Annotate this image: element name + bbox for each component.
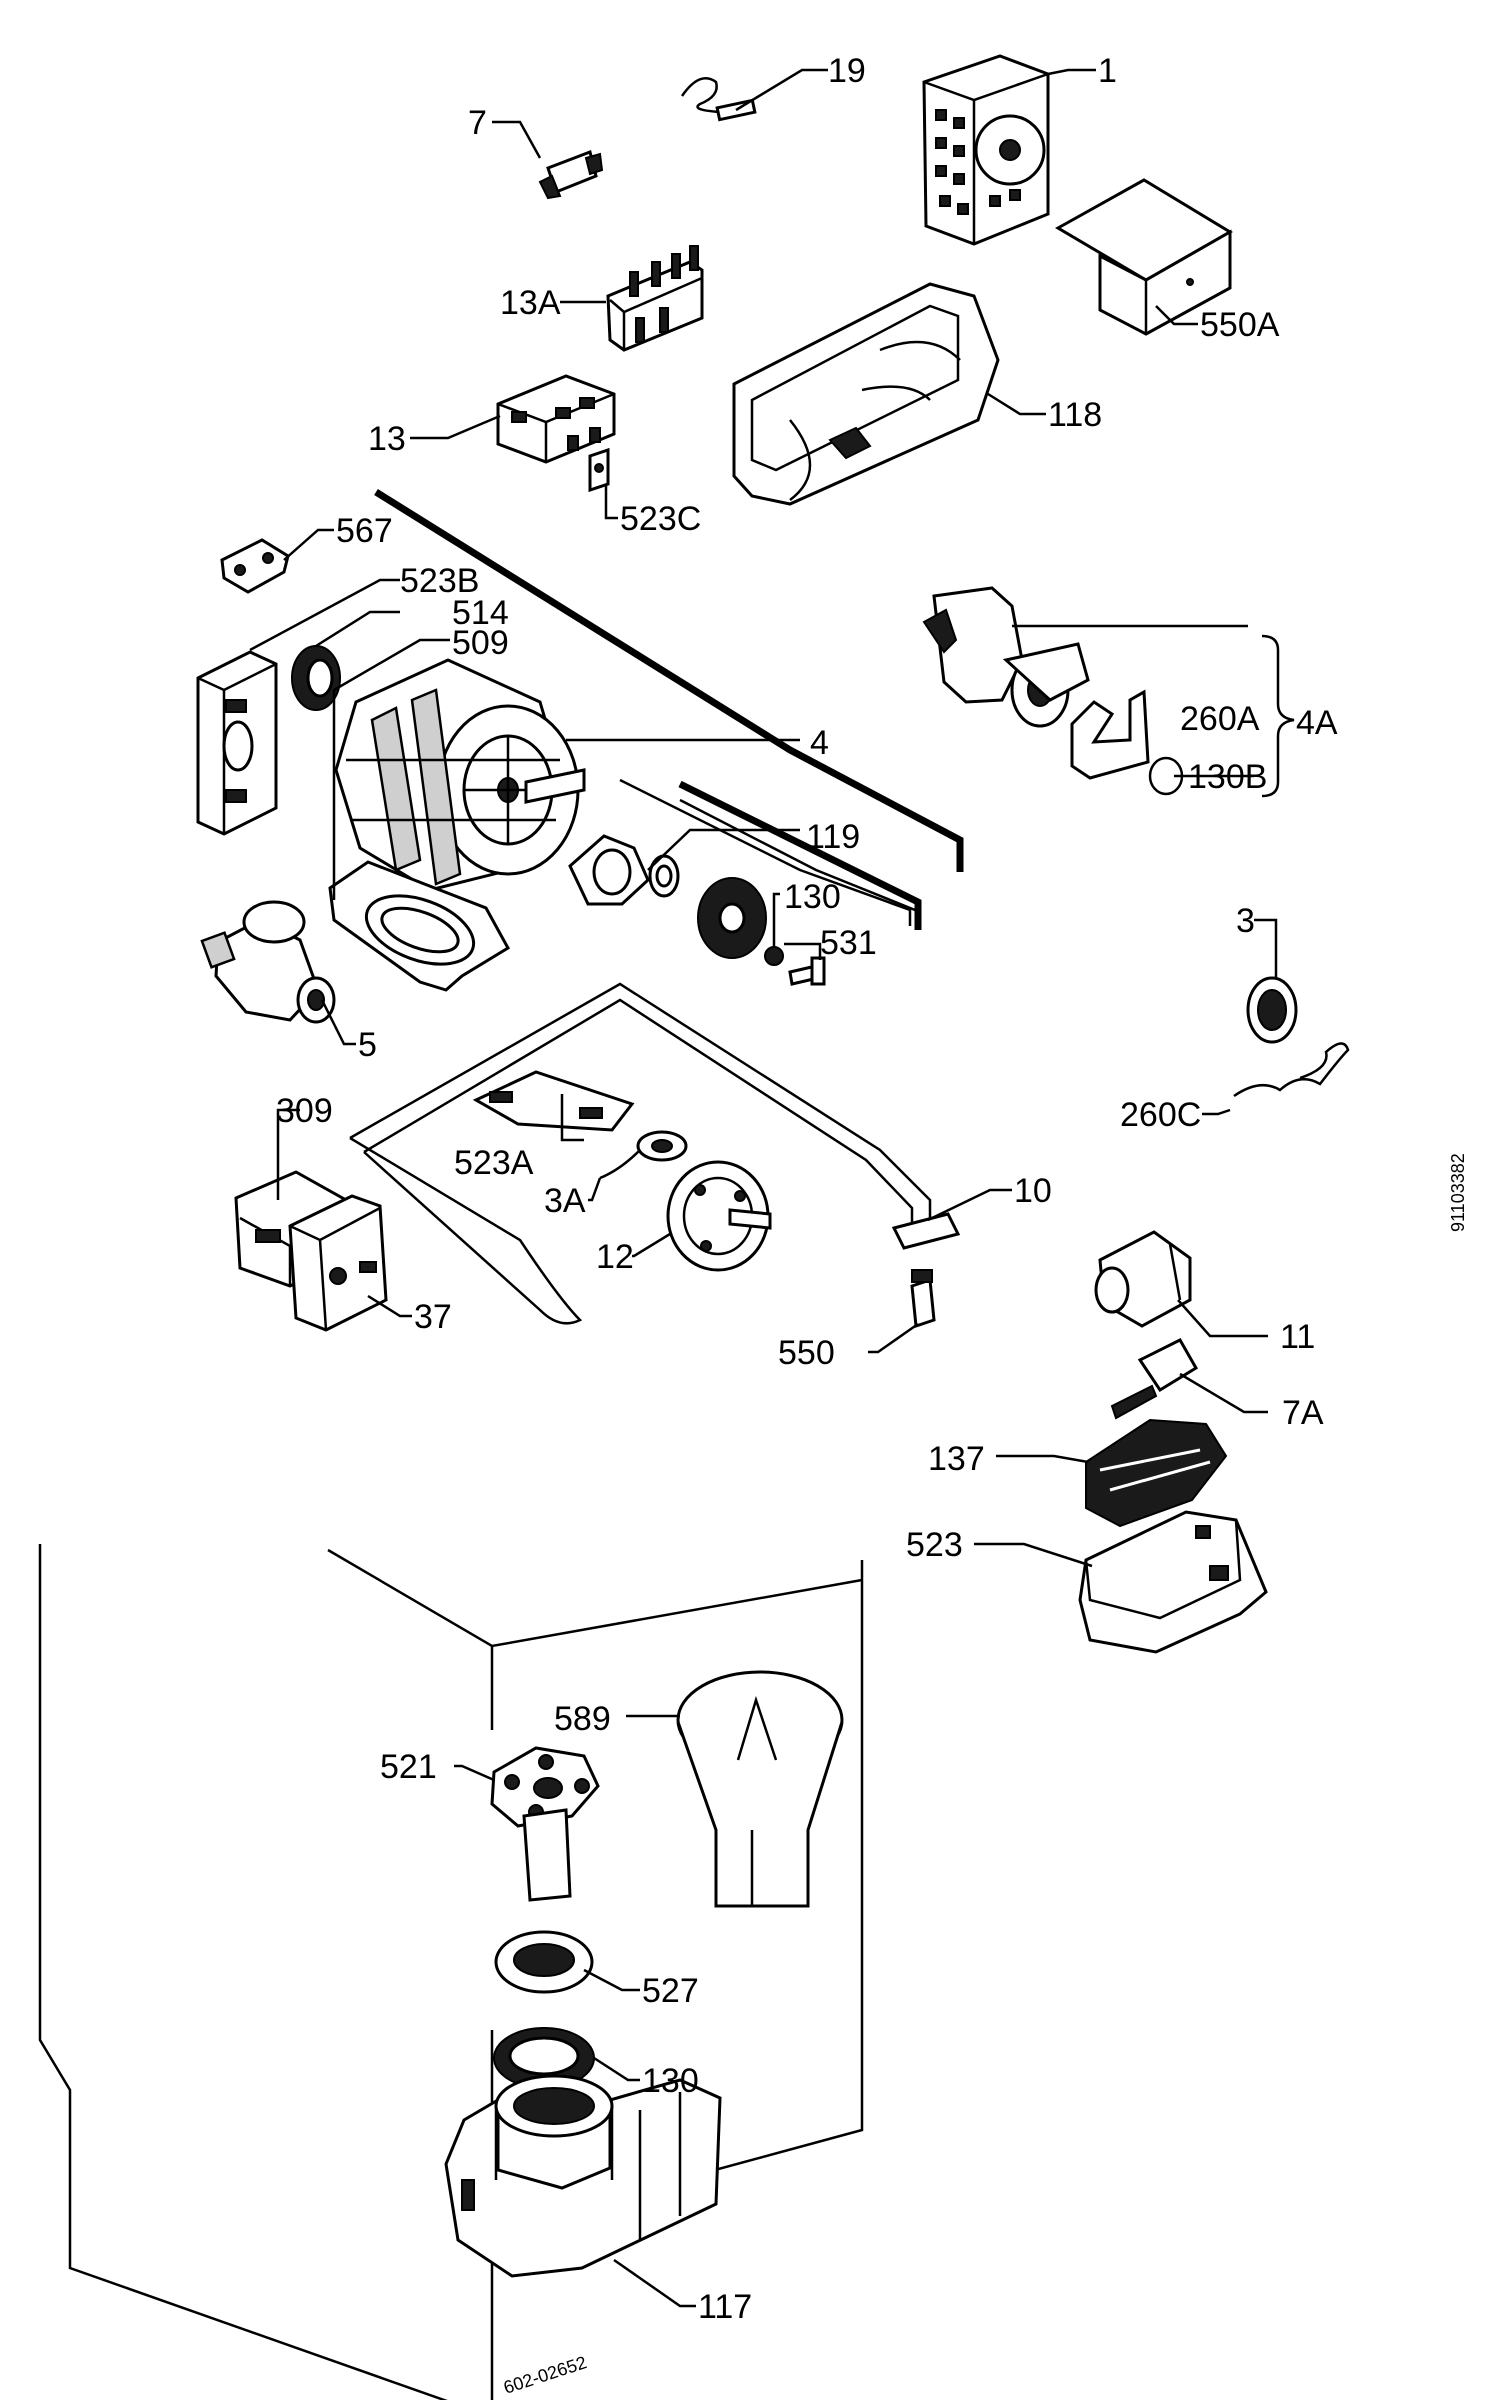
part-19-sensor <box>680 77 757 122</box>
part-523-sump-cover <box>1078 1510 1268 1654</box>
part-5-inlet-valve <box>200 900 336 1024</box>
label-37: 37 <box>414 1298 452 1336</box>
label-1: 1 <box>1098 52 1117 90</box>
label-509: 509 <box>452 624 509 662</box>
part-514-seal <box>291 645 341 711</box>
label-10: 10 <box>1014 1172 1052 1210</box>
part-567-plate <box>220 538 290 594</box>
label-13A: 13A <box>500 284 561 322</box>
label-119: 119 <box>806 818 860 856</box>
part-4A-valve <box>922 586 1090 728</box>
label-523A: 523A <box>454 1144 534 1182</box>
label-130-lower: 130 <box>642 2062 699 2100</box>
label-3: 3 <box>1236 902 1255 940</box>
label-130B: 130B <box>1188 758 1267 796</box>
label-137: 137 <box>928 1440 985 1478</box>
label-4: 4 <box>810 724 829 762</box>
label-130-upper: 130 <box>784 878 841 916</box>
part-11-solenoid <box>1094 1230 1192 1328</box>
label-13: 13 <box>368 420 406 458</box>
part-130-washer <box>764 946 784 966</box>
label-11: 11 <box>1280 1318 1315 1356</box>
part-10-heater <box>349 982 961 1325</box>
part-550A-cover <box>1054 178 1233 336</box>
part-523C-plate <box>588 447 610 493</box>
part-137-filter <box>1085 1418 1228 1528</box>
label-514: 514 <box>452 594 509 632</box>
label-523B: 523B <box>400 562 479 600</box>
drawing-ref: 602-02652 <box>501 2352 589 2398</box>
part-523A-bracket <box>472 1070 635 1132</box>
part-589-funnel <box>676 1670 844 1908</box>
doc-code: 91103382 <box>1448 1153 1468 1232</box>
label-7A: 7A <box>1282 1394 1324 1432</box>
label-260A: 260A <box>1180 700 1260 738</box>
part-3-float <box>1246 976 1298 1044</box>
part-118-dispenser <box>732 282 1000 506</box>
label-550A: 550A <box>1200 306 1280 344</box>
part-550-nozzle <box>910 1269 936 1329</box>
label-567: 567 <box>336 512 393 550</box>
callout-labels: 19 7 1 550A 13A 118 13 523C 567 523B 514… <box>276 52 1468 2398</box>
group-bracket-119 <box>678 780 922 930</box>
part-7A-microswitch <box>1110 1338 1199 1420</box>
part-117-sump <box>444 2074 722 2278</box>
part-13-switch-block <box>496 374 616 464</box>
part-12-motor <box>666 1160 772 1272</box>
group-bracket-4 <box>374 489 964 926</box>
label-19: 19 <box>828 52 866 90</box>
label-12: 12 <box>596 1238 634 1276</box>
label-7: 7 <box>468 104 487 142</box>
part-527-ring <box>494 1930 594 1994</box>
label-3A: 3A <box>544 1182 586 1220</box>
part-1-timer <box>922 54 1050 246</box>
part-260C-chain <box>1233 1042 1350 1098</box>
label-309: 309 <box>276 1092 333 1130</box>
part-531-screw <box>788 956 826 986</box>
part-3A-sensor <box>599 1130 688 1180</box>
part-509-motor <box>334 658 586 892</box>
part-37-module <box>288 1194 388 1332</box>
label-523C: 523C <box>620 500 701 538</box>
part-7-switch <box>538 149 604 200</box>
part-523B-bracket <box>196 650 278 836</box>
part-509-gasket <box>328 860 511 992</box>
label-550: 550 <box>778 1334 835 1372</box>
label-117: 117 <box>698 2288 752 2326</box>
label-118: 118 <box>1048 396 1102 434</box>
group-brace-4a <box>1012 624 1295 798</box>
label-260C: 260C <box>1120 1096 1201 1134</box>
part-13A-connector <box>606 245 704 352</box>
label-527: 527 <box>642 1972 699 2010</box>
part-260A-clip <box>1070 689 1150 780</box>
part-130-seal <box>493 2027 595 2089</box>
label-5: 5 <box>358 1026 377 1064</box>
part-119-impeller-set <box>568 834 767 959</box>
label-531: 531 <box>820 924 877 962</box>
label-521: 521 <box>380 1748 437 1786</box>
label-589: 589 <box>554 1700 611 1738</box>
part-521-nut <box>490 1746 600 1902</box>
leader-lines <box>249 68 1278 2308</box>
label-4A: 4A <box>1296 704 1338 742</box>
label-523: 523 <box>906 1526 963 1564</box>
